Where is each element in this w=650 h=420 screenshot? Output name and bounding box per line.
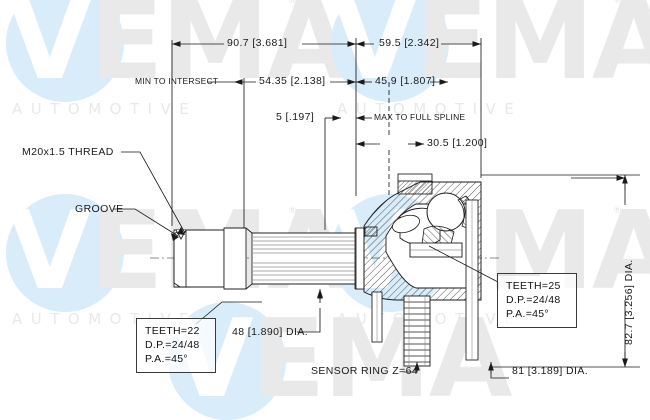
dimension-outer-diameter [481, 174, 640, 368]
leader-thread [121, 151, 186, 235]
leader-joint-diameter [488, 361, 509, 379]
left-seal-block [364, 226, 378, 237]
shaft-shoulder [354, 227, 365, 290]
shaft-plain-section [223, 227, 253, 290]
callout-shaft-spline: TEETH=22 D.P.=24/48 P.A.=45° [136, 318, 216, 373]
callout-shaft-pa: P.A.=45° [145, 353, 188, 365]
callout-joint-spline: TEETH=25 D.P.=24/48 P.A.=45° [497, 273, 577, 328]
callout-joint-pa: P.A.=45° [506, 308, 549, 320]
dim-overall-left-label: 90.7 [3.681] [227, 37, 288, 49]
callout-joint-teeth: TEETH=25 [506, 280, 561, 292]
housing-skirt [371, 199, 479, 361]
max-to-full-spline-label: MAX TO FULL SPLINE [374, 112, 466, 122]
sensor-ring-label: SENSOR RING Z=64 [311, 365, 419, 377]
callout-shaft-dp: D.P.=24/48 [145, 339, 200, 351]
sensor-ring [403, 295, 431, 367]
dim-inner-label: 30.5 [1.200] [427, 137, 488, 149]
thread-annotation-label: M20x1.5 THREAD [22, 146, 114, 158]
dim-outer-diameter-label: 82.7 [3.256] DIA. [623, 259, 635, 345]
dim-spline-label: 45.9 [1.807] [375, 75, 436, 87]
dim-small-label: 5 [.197] [276, 111, 315, 123]
seal-clamp-block [397, 173, 433, 195]
dim-intersect-label: 54.35 [2.138] [259, 75, 326, 87]
dim-shaft-diameter-label: 48 [1.890] DIA. [232, 326, 309, 338]
leader-sensor-ring [404, 361, 420, 373]
callout-joint-dp: D.P.=24/48 [506, 294, 561, 306]
dim-overall-right-label: 59.5 [2.342] [379, 37, 440, 49]
leader-shaft-diameter [297, 288, 323, 333]
shaft-spline-section [251, 232, 356, 285]
min-to-intersect-label: MIN TO INTERSECT [135, 76, 219, 86]
shaft-threaded-end [173, 229, 225, 288]
callout-shaft-teeth: TEETH=22 [145, 325, 200, 337]
dim-joint-diameter-label: 81 [3.189] DIA. [512, 365, 589, 377]
groove-annotation-label: GROOVE [75, 203, 124, 215]
